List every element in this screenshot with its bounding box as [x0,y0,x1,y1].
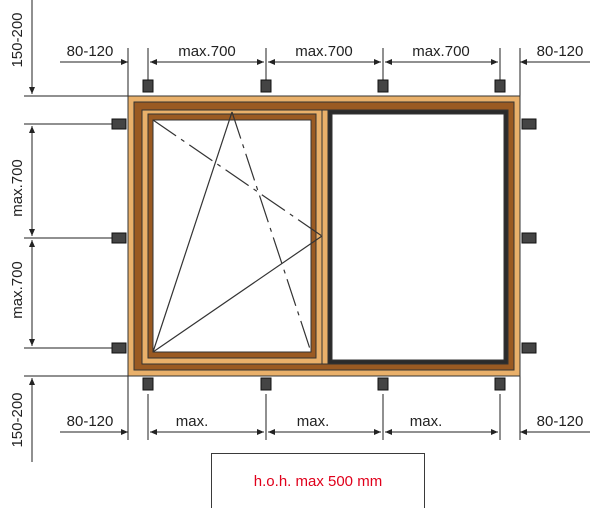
center-mullion [321,109,329,365]
anchor-icon [521,342,537,354]
top-spacing-label-3: max.700 [412,43,470,60]
left-extension-lines [24,95,128,377]
bottom-right-offset-label: 80-120 [537,413,584,430]
anchor-icon [111,232,127,244]
anchors-right [521,118,537,354]
left-glass [152,119,312,353]
bottom-left-offset-label: 80-120 [67,413,114,430]
window-frame [127,95,521,377]
anchors-bottom [142,377,506,391]
top-extension-lines [127,48,521,96]
bottom-spacing-label-3: max. [410,413,443,430]
anchor-icon [377,79,389,93]
note-box: h.o.h. max 500 mm [211,453,425,508]
note-text: h.o.h. max 500 mm [253,472,383,490]
left-bottom-offset-label: 150-200 [9,392,26,447]
anchor-icon [260,377,272,391]
tilt-turn-symbol [152,111,323,353]
right-glass [331,113,505,361]
left-spacing-label-1: max.700 [9,159,26,217]
anchor-icon [521,232,537,244]
bottom-spacing-label-1: max. [176,413,209,430]
anchor-icon [377,377,389,391]
bottom-spacing-label-2: max. [297,413,330,430]
anchors-top [142,79,506,93]
anchor-icon [260,79,272,93]
anchor-icon [111,118,127,130]
top-spacing-label-2: max.700 [295,43,353,60]
top-left-offset-label: 80-120 [67,43,114,60]
anchor-icon [494,79,506,93]
anchor-icon [142,79,154,93]
top-spacing-label-1: max.700 [178,43,236,60]
anchor-icon [111,342,127,354]
left-top-offset-label: 150-200 [9,12,26,67]
bottom-extension-lines [127,376,521,440]
anchor-icon [142,377,154,391]
anchors-left [111,118,127,354]
anchor-icon [494,377,506,391]
left-spacing-label-2: max.700 [9,261,26,319]
top-right-offset-label: 80-120 [537,43,584,60]
anchor-icon [521,118,537,130]
